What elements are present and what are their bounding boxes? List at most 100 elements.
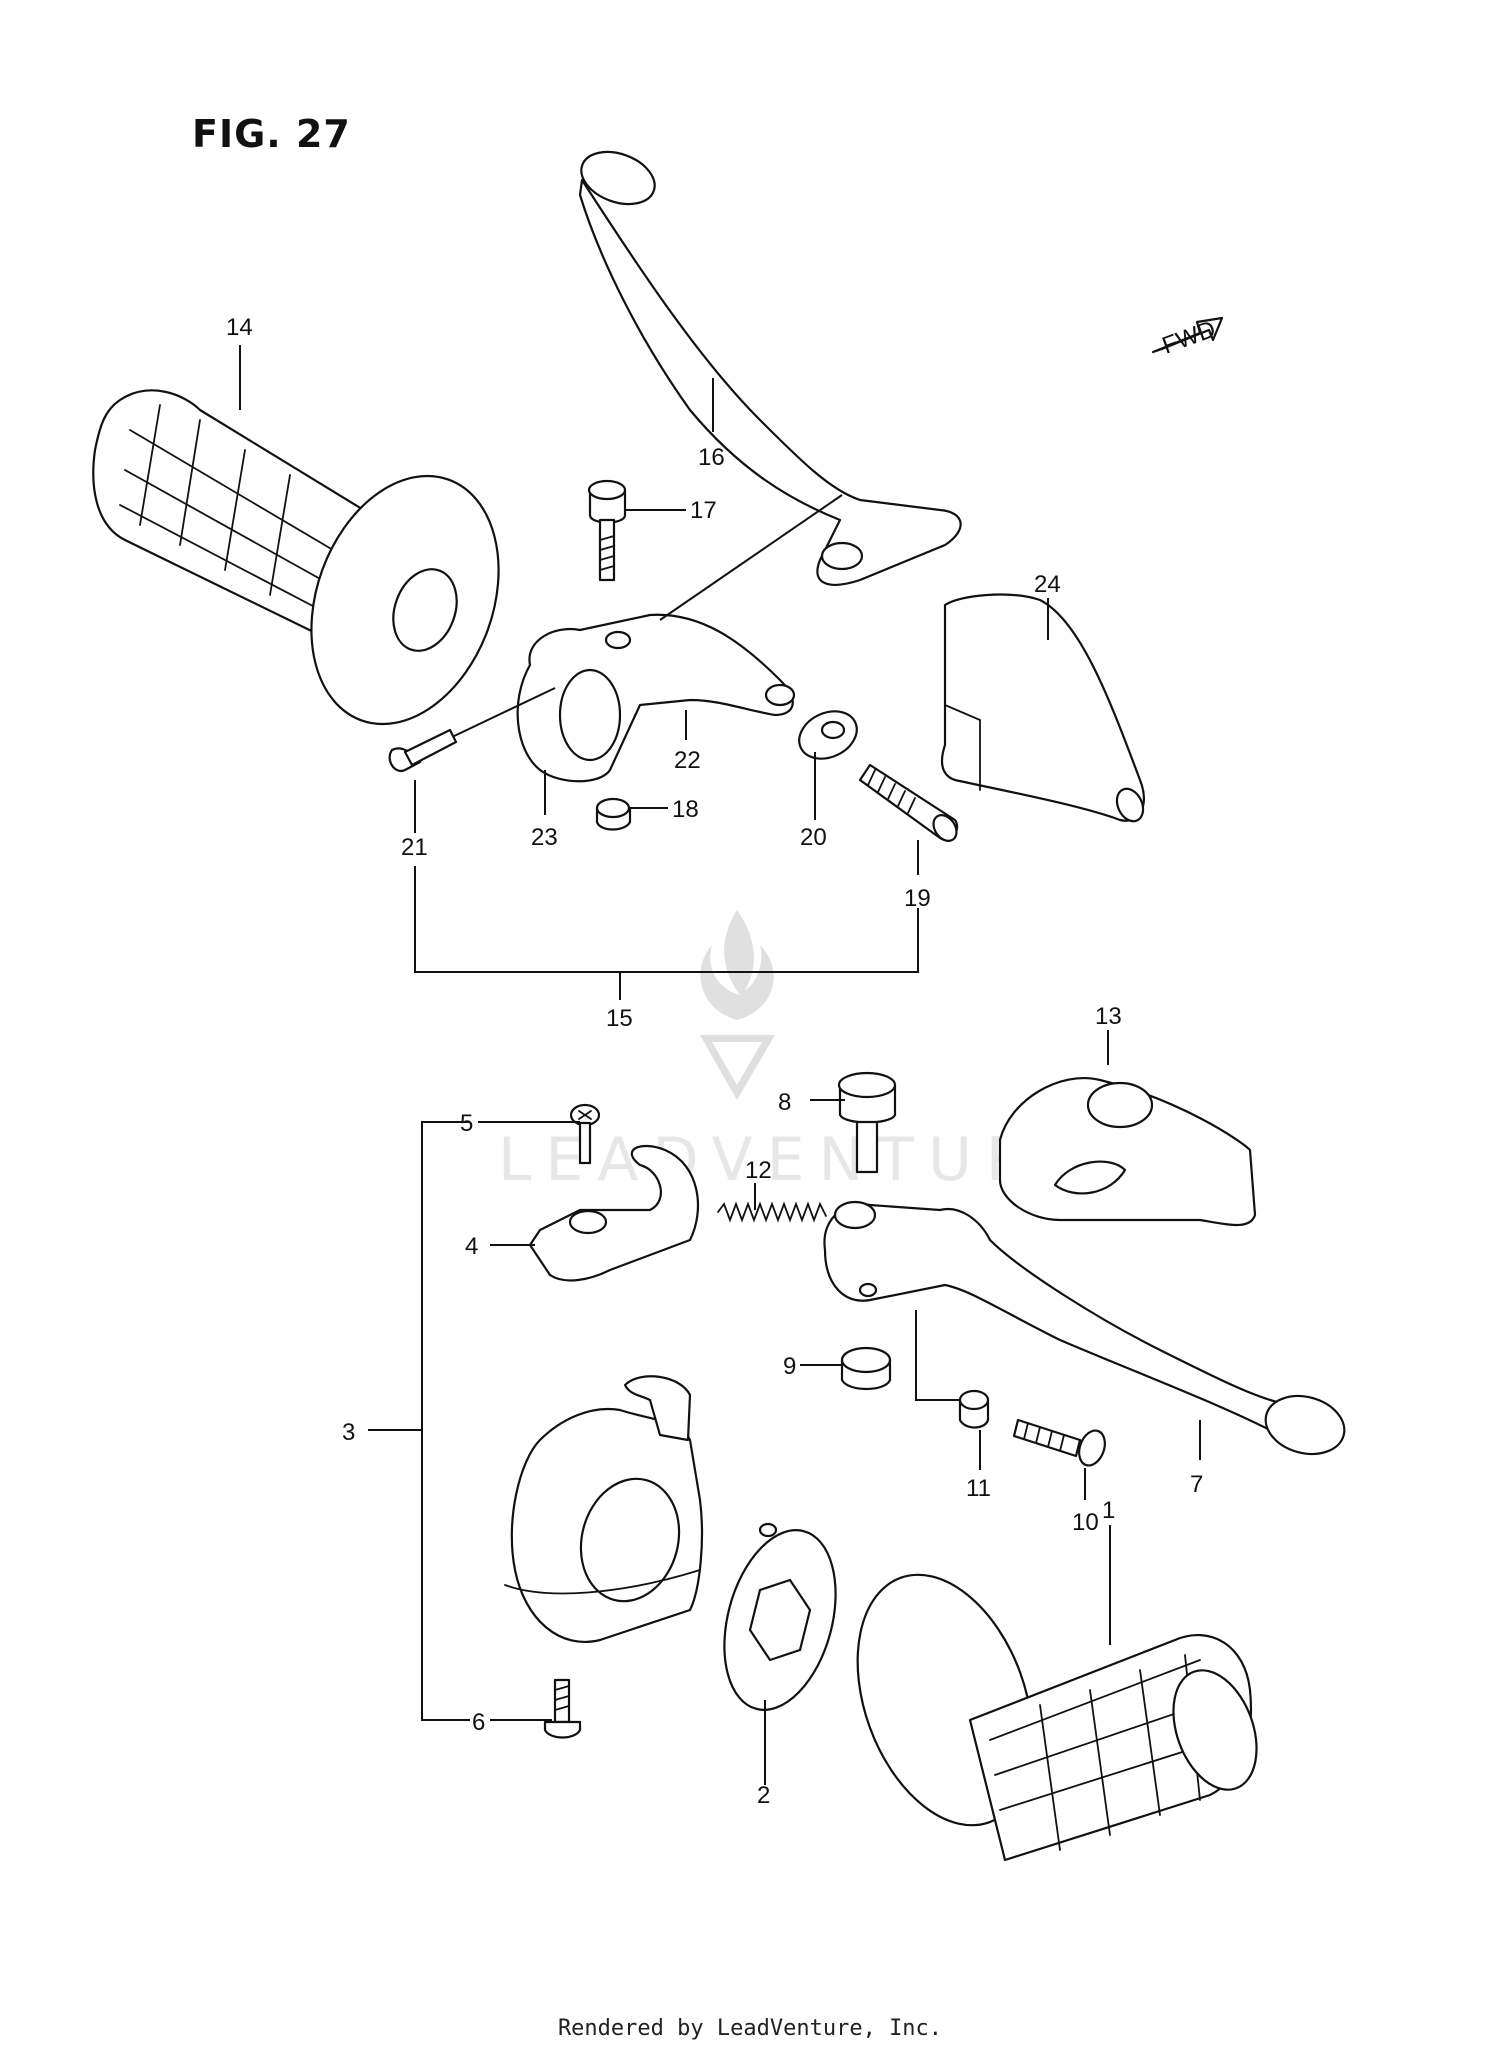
lever-lower-blade	[823, 1203, 1312, 1440]
screw-5-shank	[578, 1121, 592, 1165]
leader-17-to-lever	[659, 494, 843, 621]
fwd-label: FWD	[1159, 316, 1220, 360]
callout-13: 13	[1095, 1003, 1122, 1030]
housing-3-cable-clip	[623, 1375, 692, 1442]
leader-21-to-holder	[449, 687, 556, 739]
grip-left-bore	[392, 568, 458, 652]
lever-cover-edge	[944, 704, 981, 791]
adjuster-19-end	[932, 814, 958, 842]
lever-holder-bolt-hole	[604, 630, 632, 650]
lever-cover-part-24	[940, 593, 1145, 823]
callout-23: 23	[531, 824, 558, 851]
callout-21: 21	[401, 834, 428, 861]
adjuster-part-19	[858, 763, 959, 842]
grip-left-body	[92, 389, 382, 642]
callout-8: 8	[778, 1089, 791, 1116]
bolt-10-thread	[1023, 1422, 1065, 1452]
callout-11: 11	[966, 1475, 991, 1502]
callout-12: 12	[745, 1157, 772, 1184]
callout-3: 3	[342, 1419, 355, 1446]
bracket-4-body	[528, 1145, 700, 1282]
lever-upper-blade	[578, 178, 962, 586]
fwd-arrow: FWD	[1151, 316, 1224, 360]
ring-2-tab	[758, 1522, 778, 1538]
callout-5: 5	[460, 1110, 473, 1137]
bracket-part-4	[528, 1145, 700, 1282]
lever-upper-pivot	[820, 541, 864, 571]
nut-part-11	[958, 1389, 990, 1429]
screw-5-cross	[578, 1110, 592, 1120]
spring-12-coil	[717, 1201, 827, 1223]
screw-part-5	[569, 1103, 601, 1165]
bolt-head-top	[587, 479, 627, 501]
callout-19: 19	[904, 885, 931, 912]
grip-left-pattern	[119, 404, 351, 616]
figure-title: FIG. 27	[192, 112, 351, 156]
throttle-ring-part-2	[723, 1522, 837, 1711]
callout-9: 9	[783, 1353, 796, 1380]
callout-14: 14	[226, 314, 253, 341]
lever-cover-part-13	[998, 1077, 1257, 1227]
screw-6-thread	[554, 1685, 570, 1711]
nut-9-top	[840, 1346, 892, 1374]
callout-labels: 14 16 17 24 22 18 23 20 21 19 15 13 8 5 …	[226, 314, 1203, 1809]
pivot-bolt-part-17	[587, 479, 627, 582]
locknut-20-inner	[820, 720, 846, 740]
screw-part-21	[388, 728, 458, 773]
watermark-v-icon	[700, 1035, 775, 1100]
cover-13-top-hole	[1086, 1081, 1154, 1129]
nut-11-top	[958, 1389, 990, 1411]
nut-part-18	[595, 797, 632, 831]
bracket-4-hole	[568, 1209, 608, 1235]
grip-right-part-1	[856, 1573, 1258, 1862]
bolt-part-10	[1012, 1418, 1106, 1467]
callout-1: 1	[1102, 1497, 1115, 1524]
grip-left-part-14	[92, 389, 500, 726]
adjuster-19-thread	[867, 769, 916, 814]
callout-22: 22	[674, 747, 701, 774]
watermark: LEADVENTURE	[498, 910, 1094, 1195]
ring-2-hex	[748, 1578, 812, 1662]
lever-cover-body	[940, 593, 1145, 822]
lever-cover-tip	[1115, 787, 1145, 823]
watermark-flame-icon	[700, 910, 774, 1020]
callout-16: 16	[698, 444, 725, 471]
cover-13-slot	[1053, 1160, 1127, 1195]
fwd-arrow-icon	[1151, 316, 1224, 354]
nut-part-9	[840, 1346, 892, 1391]
callout-15: 15	[606, 1005, 633, 1032]
lever-lower-pivot	[833, 1200, 877, 1230]
bolt-10-shank	[1012, 1418, 1082, 1458]
lever-lower-pin	[858, 1282, 878, 1298]
lever-holder-body	[516, 613, 794, 783]
lever-holder-part-22-23	[516, 613, 796, 783]
housing-3-bore	[579, 1477, 681, 1603]
bolt-8-shank	[855, 1120, 879, 1174]
lever-lower-part-7	[823, 1200, 1346, 1456]
callout-18: 18	[672, 796, 699, 823]
grip-right-pattern	[989, 1654, 1221, 1851]
screw-21-shank	[403, 728, 458, 767]
switch-housing-part-3	[504, 1375, 704, 1643]
lever-upper-ball-end	[580, 150, 656, 206]
callout-7: 7	[1190, 1471, 1203, 1498]
bolt-10-head	[1078, 1429, 1106, 1467]
leader-pin-to-nut-11	[915, 1310, 960, 1401]
callout-20: 20	[800, 824, 827, 851]
callout-6: 6	[472, 1709, 485, 1736]
grip-right-end-cap	[1172, 1669, 1258, 1791]
spring-part-12	[717, 1201, 827, 1223]
screw-part-6	[543, 1678, 582, 1739]
watermark-text: LEADVENTURE	[498, 1125, 1094, 1195]
leader-lines	[239, 345, 1201, 1785]
callout-2: 2	[757, 1782, 770, 1809]
callout-24: 24	[1034, 571, 1061, 598]
lever-upper-part-16	[578, 150, 962, 586]
lever-holder-bore	[558, 668, 622, 762]
callout-10: 10	[1072, 1509, 1099, 1536]
housing-3-seam	[504, 1569, 701, 1595]
callout-17: 17	[690, 497, 717, 524]
locknut-part-20	[798, 710, 858, 760]
